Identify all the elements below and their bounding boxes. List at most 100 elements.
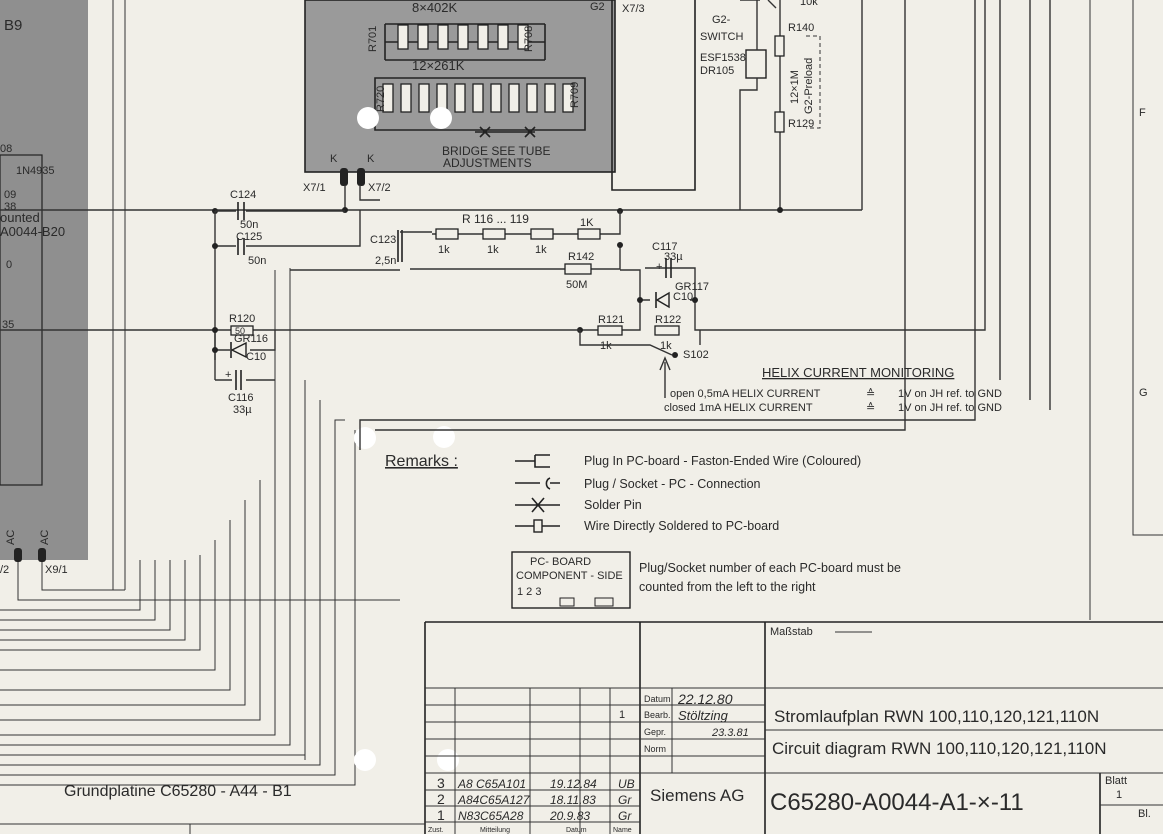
revision-row-1: 1 N83C65A28 20.9.83 Gr: [437, 807, 632, 823]
svg-text:23.3.81: 23.3.81: [711, 727, 749, 739]
svg-text:Bl.: Bl.: [1138, 808, 1151, 820]
company-name: Siemens AG: [650, 786, 745, 805]
svg-text:Gr: Gr: [618, 793, 632, 807]
svg-text:Maßstab: Maßstab: [770, 626, 813, 638]
svg-text:50: 50: [235, 326, 245, 336]
title-german: Stromlaufplan RWN 100,110,120,121,110N: [774, 707, 1099, 726]
svg-text:Mitteilung: Mitteilung: [480, 827, 510, 834]
title-date: 22.12.80: [677, 691, 733, 707]
svg-text:10k: 10k: [800, 0, 818, 8]
capacitor-c125: C125 50n: [215, 210, 361, 267]
svg-text:X7/1: X7/1: [303, 182, 326, 194]
svg-text:12×1M: 12×1M: [789, 70, 801, 104]
svg-text:Name: Name: [613, 827, 632, 834]
svg-text:20.9.83: 20.9.83: [549, 809, 590, 823]
svg-text:≙: ≙: [866, 402, 875, 414]
svg-text:C116: C116: [228, 392, 253, 404]
svg-text:35: 35: [2, 319, 14, 331]
network-mid-label: 12×261K: [412, 58, 465, 73]
svg-text:C124: C124: [230, 189, 256, 201]
board-b9-mounted: ounted: [0, 210, 40, 225]
board-b9: [0, 0, 88, 560]
svg-text:GR117: GR117: [675, 281, 709, 293]
bridge-label: BRIDGE SEE TUBE: [442, 144, 550, 158]
zone-letter-g: G: [1139, 387, 1148, 399]
svg-text:1k: 1k: [660, 340, 672, 352]
adjustments-label: ADJUSTMENTS: [443, 156, 532, 170]
svg-text:C123: C123: [370, 234, 396, 246]
svg-text:1k: 1k: [600, 340, 612, 352]
svg-text:R701: R701: [367, 26, 379, 52]
capacitor-c116: + C116 33µ: [225, 369, 253, 416]
svg-text:open 0,5mA HELIX CURRENT: open 0,5mA HELIX CURRENT: [670, 388, 821, 400]
zone-letter-f: F: [1139, 107, 1146, 119]
svg-text:A84C65A127: A84C65A127: [457, 793, 531, 807]
svg-text:S102: S102: [683, 349, 709, 361]
remark-wire-direct: Wire Directly Soldered to PC-board: [584, 519, 779, 533]
svg-text:0: 0: [6, 259, 12, 271]
svg-text:3: 3: [437, 775, 445, 791]
svg-text:+: +: [225, 369, 231, 381]
bus-line-mid: [0, 329, 701, 356]
svg-text:SWITCH: SWITCH: [700, 31, 743, 43]
svg-text:1k: 1k: [487, 244, 499, 256]
plug-x7-2: [357, 168, 365, 186]
svg-text:1k: 1k: [438, 244, 450, 256]
svg-text:C10: C10: [673, 291, 693, 303]
connector-x9-1: X9/1: [45, 564, 68, 576]
resistor-r120: R120 50: [229, 313, 255, 336]
wire-bundle: [0, 0, 400, 786]
svg-text:R709: R709: [569, 82, 581, 108]
resistor-r121: R121 1k: [597, 314, 624, 352]
svg-text:R720: R720: [375, 86, 387, 112]
svg-text:50M: 50M: [566, 279, 587, 291]
svg-text:closed 1mA HELIX CURRENT: closed 1mA HELIX CURRENT: [664, 402, 813, 414]
connector-ac-2: AC: [39, 530, 51, 545]
svg-text:G2: G2: [590, 1, 605, 13]
svg-text:33µ: 33µ: [233, 404, 252, 416]
svg-text:Datum: Datum: [644, 694, 671, 704]
remark-faston: Plug In PC-board - Faston-Ended Wire (Co…: [584, 454, 861, 468]
svg-text:X7/2: X7/2: [368, 182, 391, 194]
resistor-r116-119: R 116 ... 119: [462, 212, 529, 226]
plug-x7-1: [340, 168, 348, 186]
svg-text:COMPONENT - SIDE: COMPONENT - SIDE: [516, 570, 623, 582]
remark-plug-socket: Plug / Socket - PC - Connection: [584, 477, 761, 491]
network-top-label: 8×402K: [412, 0, 458, 15]
svg-text:R708: R708: [523, 26, 535, 52]
svg-text:GR116: GR116: [234, 333, 268, 345]
svg-text:Bearb.: Bearb.: [644, 710, 671, 720]
svg-text:2: 2: [437, 791, 445, 807]
svg-text:X7/3: X7/3: [622, 3, 645, 15]
svg-text:19.12.84: 19.12.84: [550, 777, 597, 791]
board-b9-label: B9: [4, 17, 22, 34]
connector-ac-1: AC: [5, 530, 17, 545]
svg-text:R122: R122: [655, 314, 681, 326]
capacitor-c117: C117 33µ +: [652, 241, 683, 278]
svg-text:33µ: 33µ: [664, 251, 683, 263]
svg-text:+: +: [656, 261, 662, 273]
svg-text:Gr: Gr: [618, 809, 632, 823]
resistor-r142: R142 50M: [410, 245, 621, 291]
svg-text:R142: R142: [568, 251, 594, 263]
svg-text:1V on JH ref. to GND: 1V on JH ref. to GND: [898, 388, 1002, 400]
svg-text:Blatt: Blatt: [1105, 775, 1127, 787]
svg-text:ESF1538: ESF1538: [700, 52, 746, 64]
svg-text:C125: C125: [236, 231, 262, 243]
svg-text:K: K: [367, 153, 375, 165]
svg-text:R120: R120: [229, 313, 255, 325]
svg-text:Norm: Norm: [644, 744, 666, 754]
title-english: Circuit diagram RWN 100,110,120,121,110N: [772, 739, 1107, 758]
svg-text:09: 09: [4, 189, 16, 201]
switch-s102: S102: [659, 349, 709, 398]
svg-text:R140: R140: [788, 22, 814, 34]
svg-text:Stöltzing: Stöltzing: [678, 708, 729, 723]
svg-text:Gepr.: Gepr.: [644, 727, 666, 737]
svg-text:08: 08: [0, 143, 12, 155]
capacitor-c123: C123 2,5n: [290, 230, 432, 271]
revision-row-2: 2 A84C65A127 18.11.83 Gr: [437, 791, 632, 807]
svg-text:N83C65A28: N83C65A28: [458, 809, 524, 823]
svg-text:R129: R129: [788, 118, 814, 130]
resistor-r122: R122 1k: [654, 314, 681, 352]
diode-gr117: GR117 C10: [655, 281, 709, 309]
